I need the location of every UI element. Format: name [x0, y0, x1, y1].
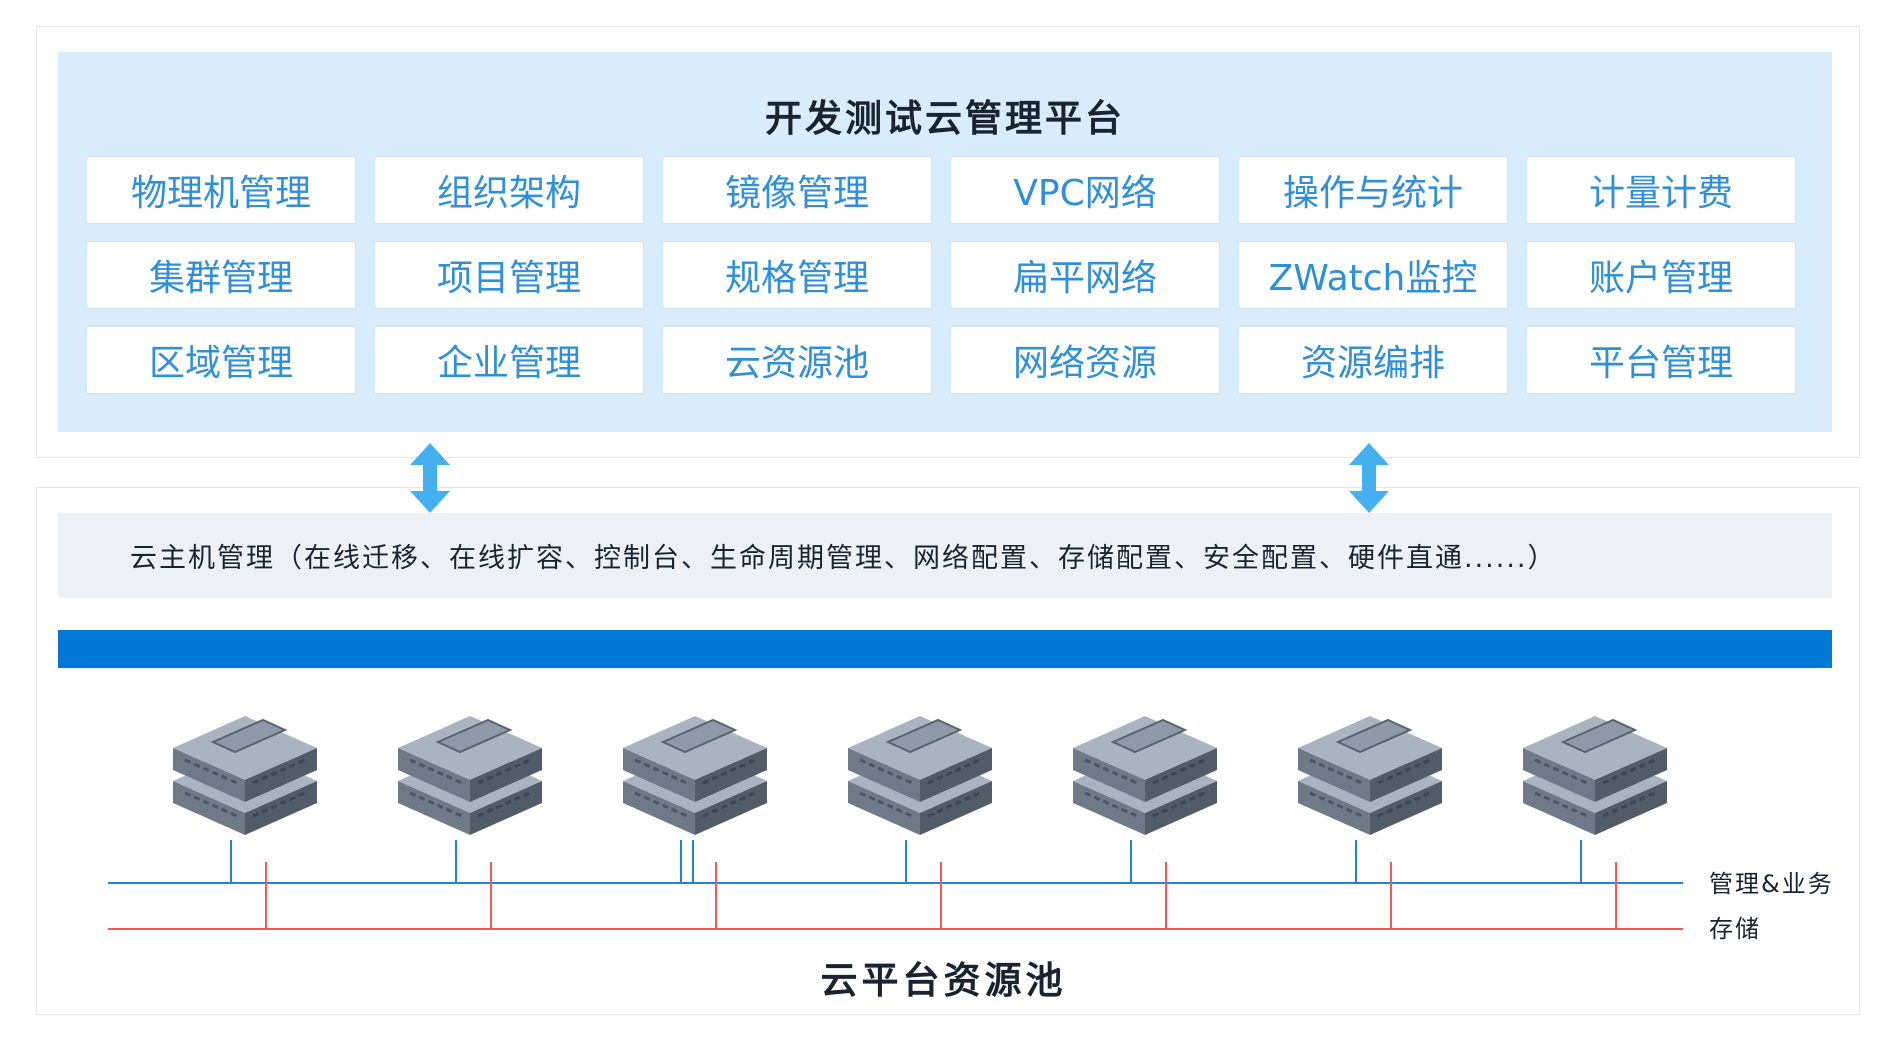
management-network-label: 管理&业务	[1709, 870, 1834, 898]
vm-management-bar: 云主机管理（在线迁移、在线扩容、控制台、生命周期管理、网络配置、存储配置、安全配…	[58, 513, 1832, 598]
vm-management-text: 云主机管理（在线迁移、在线扩容、控制台、生命周期管理、网络配置、存储配置、安全配…	[130, 543, 1557, 574]
module-tile: ZWatch监控	[1238, 241, 1508, 309]
module-tile: 规格管理	[662, 241, 932, 309]
server-icon	[621, 714, 769, 837]
module-tile: 物理机管理	[86, 156, 356, 224]
bidirectional-arrow-icon	[410, 443, 450, 513]
server-icon	[171, 714, 319, 837]
module-tile: 账户管理	[1526, 241, 1796, 309]
platform-panel: 开发测试云管理平台 物理机管理组织架构镜像管理 VPC网络操作与统计计量计费集群管…	[58, 52, 1832, 432]
server-icon	[1296, 714, 1444, 837]
module-tile: 操作与统计	[1238, 156, 1508, 224]
module-tile: 云资源池	[662, 326, 932, 394]
module-tile: 扁平网络	[950, 241, 1220, 309]
module-tile: 区域管理	[86, 326, 356, 394]
server-icon	[1521, 714, 1669, 837]
module-tile: 网络资源	[950, 326, 1220, 394]
module-tile: VPC网络	[950, 156, 1220, 224]
module-tile: 镜像管理	[662, 156, 932, 224]
bidirectional-arrow-icon	[1349, 443, 1389, 513]
server-icon	[396, 714, 544, 837]
platform-title: 开发测试云管理平台	[765, 97, 1125, 140]
server-icon	[1071, 714, 1219, 837]
module-tile: 资源编排	[1238, 326, 1508, 394]
server-icon	[846, 714, 994, 837]
module-tile: 企业管理	[374, 326, 644, 394]
resource-pool-title: 云平台资源池	[820, 959, 1067, 1002]
module-tile: 集群管理	[86, 241, 356, 309]
network-lines	[108, 840, 1683, 930]
storage-network-label: 存储	[1709, 915, 1761, 943]
module-tile: 项目管理	[374, 241, 644, 309]
module-grid: 物理机管理组织架构镜像管理 VPC网络操作与统计计量计费集群管理项目管理规格管理扁…	[86, 156, 1796, 394]
server-row	[171, 714, 1669, 837]
module-tile: 组织架构	[374, 156, 644, 224]
module-tile: 计量计费	[1526, 156, 1796, 224]
module-tile: 平台管理	[1526, 326, 1796, 394]
network-band	[58, 630, 1832, 668]
